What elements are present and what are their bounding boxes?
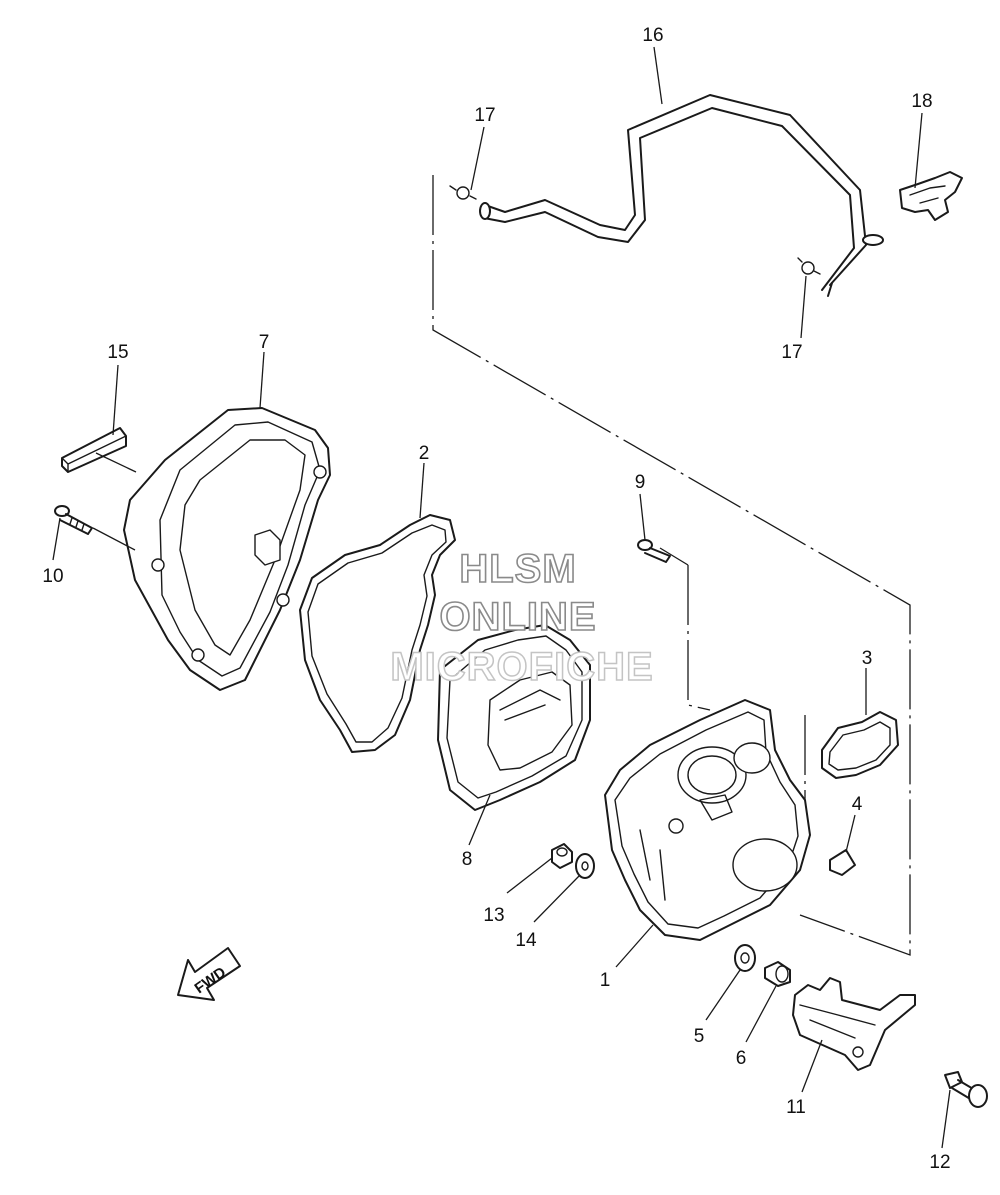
- callout-8[interactable]: 8: [462, 849, 473, 870]
- bracket-bolt[interactable]: [944, 1071, 988, 1108]
- callout-7[interactable]: 7: [259, 332, 270, 353]
- washer[interactable]: [575, 853, 595, 879]
- callout-9[interactable]: 9: [635, 472, 646, 493]
- hose-clip-upper[interactable]: [449, 185, 477, 200]
- hose-holder-clamp[interactable]: [899, 171, 963, 221]
- case-bracket[interactable]: [792, 977, 916, 1071]
- callout-5[interactable]: 5: [694, 1026, 705, 1047]
- cover-screw[interactable]: [54, 505, 93, 535]
- callout-6[interactable]: 6: [736, 1048, 747, 1069]
- grommet[interactable]: [734, 944, 756, 972]
- callout-18[interactable]: 18: [911, 91, 932, 112]
- watermark-line-1: HLSM: [459, 547, 576, 591]
- hose-clip-lower[interactable]: [797, 257, 821, 275]
- case-o-ring[interactable]: [821, 711, 899, 779]
- collar[interactable]: [764, 961, 791, 987]
- callout-4[interactable]: 4: [852, 794, 863, 815]
- callout-numbers: 16 17 18 17 15 7 2 9 10 3 4 8 13 14 1 5 …: [42, 25, 950, 1173]
- callout-leader-lines: [52, 46, 951, 1149]
- callout-13[interactable]: 13: [483, 905, 504, 926]
- watermark-line-2: ONLINE: [439, 595, 596, 639]
- watermark-line-3: MICROFICHE: [390, 645, 653, 689]
- air-filter-case-cover[interactable]: [123, 407, 331, 691]
- cover-gasket[interactable]: [299, 514, 456, 753]
- callout-3[interactable]: 3: [862, 648, 873, 669]
- breather-hose[interactable]: [479, 94, 884, 297]
- callout-17-lower[interactable]: 17: [781, 342, 802, 363]
- callout-10[interactable]: 10: [42, 566, 63, 587]
- callout-11[interactable]: 11: [786, 1097, 806, 1118]
- callout-16[interactable]: 16: [642, 25, 663, 46]
- case-clip[interactable]: [829, 849, 856, 876]
- callout-1[interactable]: 1: [600, 970, 611, 991]
- air-filter-case[interactable]: [604, 699, 811, 941]
- nut[interactable]: [551, 843, 573, 869]
- forward-direction-arrow: FWD: [177, 947, 241, 1001]
- seal-strip[interactable]: [61, 427, 127, 473]
- callout-12[interactable]: 12: [929, 1152, 950, 1173]
- callout-2[interactable]: 2: [419, 443, 430, 464]
- callout-17-upper[interactable]: 17: [474, 105, 495, 126]
- callout-14[interactable]: 14: [515, 930, 537, 951]
- watermark: HLSM ONLINE MICROFICHE: [390, 546, 654, 690]
- callout-15[interactable]: 15: [107, 342, 128, 363]
- air-filter-element[interactable]: [437, 624, 591, 811]
